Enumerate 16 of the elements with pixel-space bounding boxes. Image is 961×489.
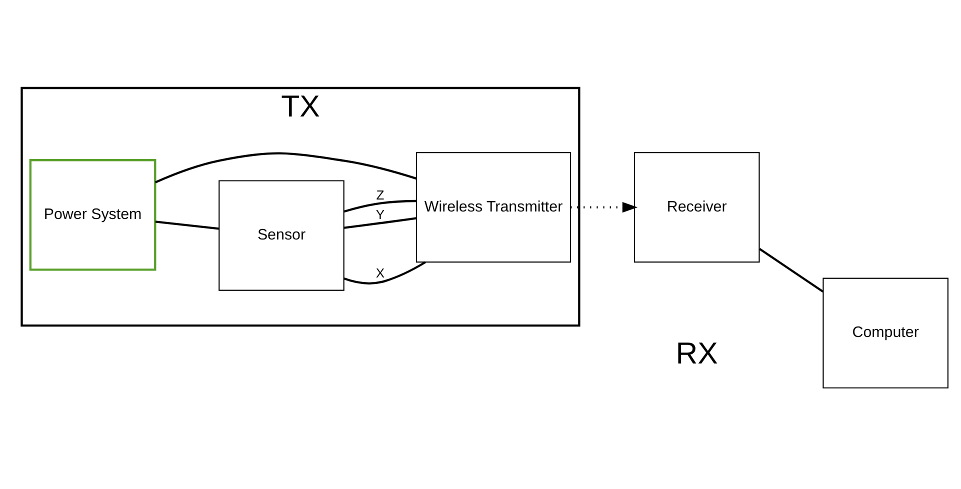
node-box: Wireless Transmitter: [416, 152, 572, 262]
connector: [344, 216, 417, 228]
edge-label: X: [376, 264, 385, 280]
arrow: [570, 201, 638, 212]
connector: [758, 247, 824, 292]
edge-label: Z: [376, 186, 384, 202]
edge-label: Y: [376, 206, 385, 222]
node-box: Computer: [822, 277, 948, 388]
connector: [344, 199, 416, 212]
node-box: Power System: [29, 158, 156, 270]
connector: [154, 152, 417, 183]
connector: [344, 260, 426, 284]
node-box: Receiver: [634, 152, 760, 262]
label: RX: [676, 336, 718, 370]
connector: [155, 220, 219, 230]
node-box: Sensor: [218, 180, 344, 290]
